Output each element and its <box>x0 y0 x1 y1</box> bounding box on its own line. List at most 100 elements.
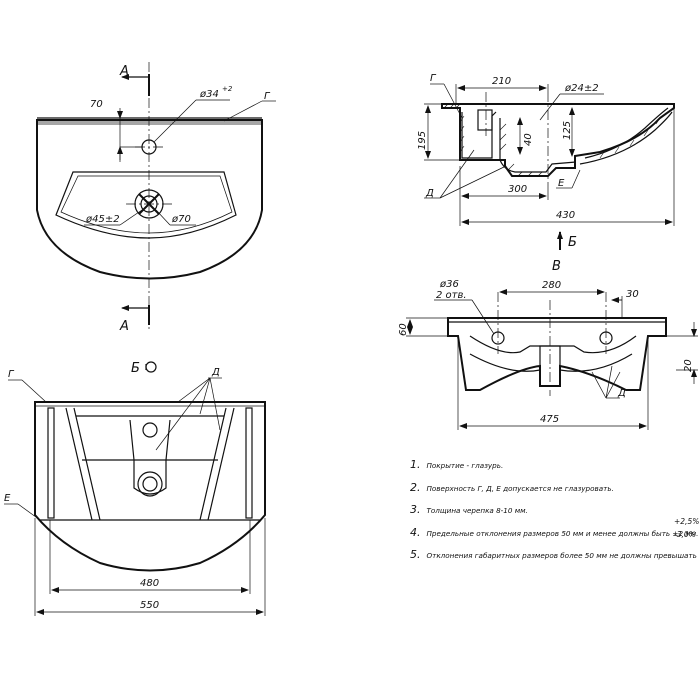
dim-280-label: 280 <box>542 280 561 291</box>
section-front-outer <box>579 111 673 165</box>
top-view: А А 70 ø34 +2 Г ø45±2 <box>36 62 276 334</box>
label-e-bottom: Е <box>4 493 11 504</box>
basin-outline <box>36 119 263 280</box>
dim-60-label: 60 <box>398 323 409 336</box>
note-number: 5. <box>410 548 421 561</box>
label-g-section: Г <box>430 73 437 84</box>
drain-inner-bottom <box>142 476 158 492</box>
label-d-leader-bottom-b <box>199 377 211 415</box>
bottom-view-title: Б <box>131 361 140 376</box>
note-4: 4. Предельные отклонения размеров 50 мм и… <box>410 526 700 539</box>
label-d-leader-bottom-a <box>177 377 211 403</box>
note-number: 2. <box>410 480 421 494</box>
skirt-right-b <box>199 407 227 521</box>
dia-34-tolerance: +2 <box>222 85 233 93</box>
note-text: Толщина черепка 8-10 мм. <box>426 506 528 515</box>
dim-70-label: 70 <box>90 99 103 110</box>
rotation-mark-icon <box>145 361 157 373</box>
label-g-leader-bottom <box>21 379 47 403</box>
faucet-hole-bottom <box>142 422 158 438</box>
dia-36-label: ø36 <box>439 279 459 290</box>
label-e-section: Е <box>558 178 565 189</box>
faucet-hole-section <box>477 109 493 131</box>
side-view: В 280 30 ø36 2 отв. 60 2 <box>398 259 698 430</box>
section-outer-shell <box>441 103 675 177</box>
bottom-view: Б Г Д Е <box>4 361 266 616</box>
dim-30-label: 30 <box>626 289 639 300</box>
side-view-title: В <box>552 259 561 274</box>
dim-475-label: 475 <box>540 414 559 425</box>
dia-70-leader <box>155 209 171 226</box>
section-view: 210 Г ø24±2 195 40 125 Е Д 300 <box>417 73 675 250</box>
note-2: 2. Поверхность Г, Д, Е допускается не гла… <box>410 481 700 494</box>
dim-125-label: 125 <box>562 121 573 140</box>
note-1: 1. Покрытие - глазурь. <box>410 458 700 471</box>
dim-210-label: 210 <box>492 76 511 87</box>
drain-channel <box>129 419 171 495</box>
note-text: Покрытие - глазурь. <box>426 461 504 470</box>
label-e-leader-section <box>571 169 581 189</box>
label-d-leader-side-a <box>591 371 607 399</box>
label-d-leader-section-a <box>439 149 475 199</box>
label-g-leader <box>223 100 263 122</box>
note-text: Предельные отклонения размеров 50 мм и м… <box>426 528 699 538</box>
tolerance-plus: +2,5% <box>674 517 700 526</box>
rib-right <box>245 407 253 519</box>
label-g-leader-section <box>443 83 463 119</box>
dim-550-label: 550 <box>140 600 159 611</box>
dia-70-label: ø70 <box>171 214 191 225</box>
section-label-bottom: А <box>119 319 129 334</box>
bowl-opening <box>55 171 237 239</box>
skirt-right-a <box>207 407 235 521</box>
dia-34-label: ø34 <box>199 89 219 100</box>
label-e-leader-bottom <box>17 503 41 521</box>
bottom-outline <box>34 401 266 572</box>
dim-480-label: 480 <box>140 578 159 589</box>
note-number: 4. <box>410 525 421 539</box>
section-b-label: Б <box>568 235 577 250</box>
drain-outer-bottom <box>137 471 163 497</box>
dim-195-label: 195 <box>417 131 428 150</box>
label-d-side: Д <box>617 388 626 399</box>
skirt-left-b <box>73 407 101 521</box>
dim-20-label: 20 <box>683 359 694 372</box>
label-d-leader-side-c <box>605 371 621 399</box>
side-skirt-right <box>559 353 633 372</box>
section-bowl-bottom <box>499 118 577 173</box>
section-back-wall <box>461 111 497 159</box>
tolerance-minus: -3,0% <box>674 530 696 539</box>
rib-left <box>47 407 55 519</box>
label-d-bottom: Д <box>211 367 220 378</box>
dim-40-label: 40 <box>523 133 534 146</box>
dia-24-label: ø24±2 <box>564 83 599 94</box>
bowl-opening-inner <box>60 175 233 234</box>
side-outline <box>447 317 667 391</box>
dia-45-leader <box>119 209 143 226</box>
note-number: 1. <box>410 458 421 471</box>
dim-430-label: 430 <box>556 210 575 221</box>
skirt-left-a <box>65 407 93 521</box>
label-d-section: Д <box>425 188 434 199</box>
dia-45-label: ø45±2 <box>85 214 120 225</box>
technical-notes: 1. Покрытие - глазурь. 2. Поверхность Г, Д… <box>410 458 700 571</box>
note-3: 3. Толщина черепка 8-10 мм. <box>410 503 700 516</box>
section-hatching <box>443 103 661 177</box>
note-5: 5. Отклонения габаритных размеров более 5… <box>410 548 700 561</box>
side-skirt-left <box>469 353 541 372</box>
dim-300-label: 300 <box>508 184 527 195</box>
section-label-top: А <box>119 64 129 79</box>
note-text: Поверхность Г, Д, Е допускается не глазу… <box>426 483 614 493</box>
label-d-leader-bottom-c <box>155 377 211 451</box>
label-d-leader-section-b <box>439 165 507 199</box>
note-text: Отклонения габаритных размеров более 50 … <box>426 551 697 560</box>
label-d-leader-bottom-d <box>209 377 221 431</box>
section-front-inner <box>584 107 669 159</box>
dia-34-leader <box>153 99 197 143</box>
label-d-leader-side-b <box>605 365 613 399</box>
dia-24-leader <box>539 93 561 121</box>
label-g: Г <box>264 91 271 102</box>
label-g-bottom: Г <box>8 369 15 380</box>
dia-36-leader <box>471 299 495 335</box>
note-number: 3. <box>410 503 421 516</box>
